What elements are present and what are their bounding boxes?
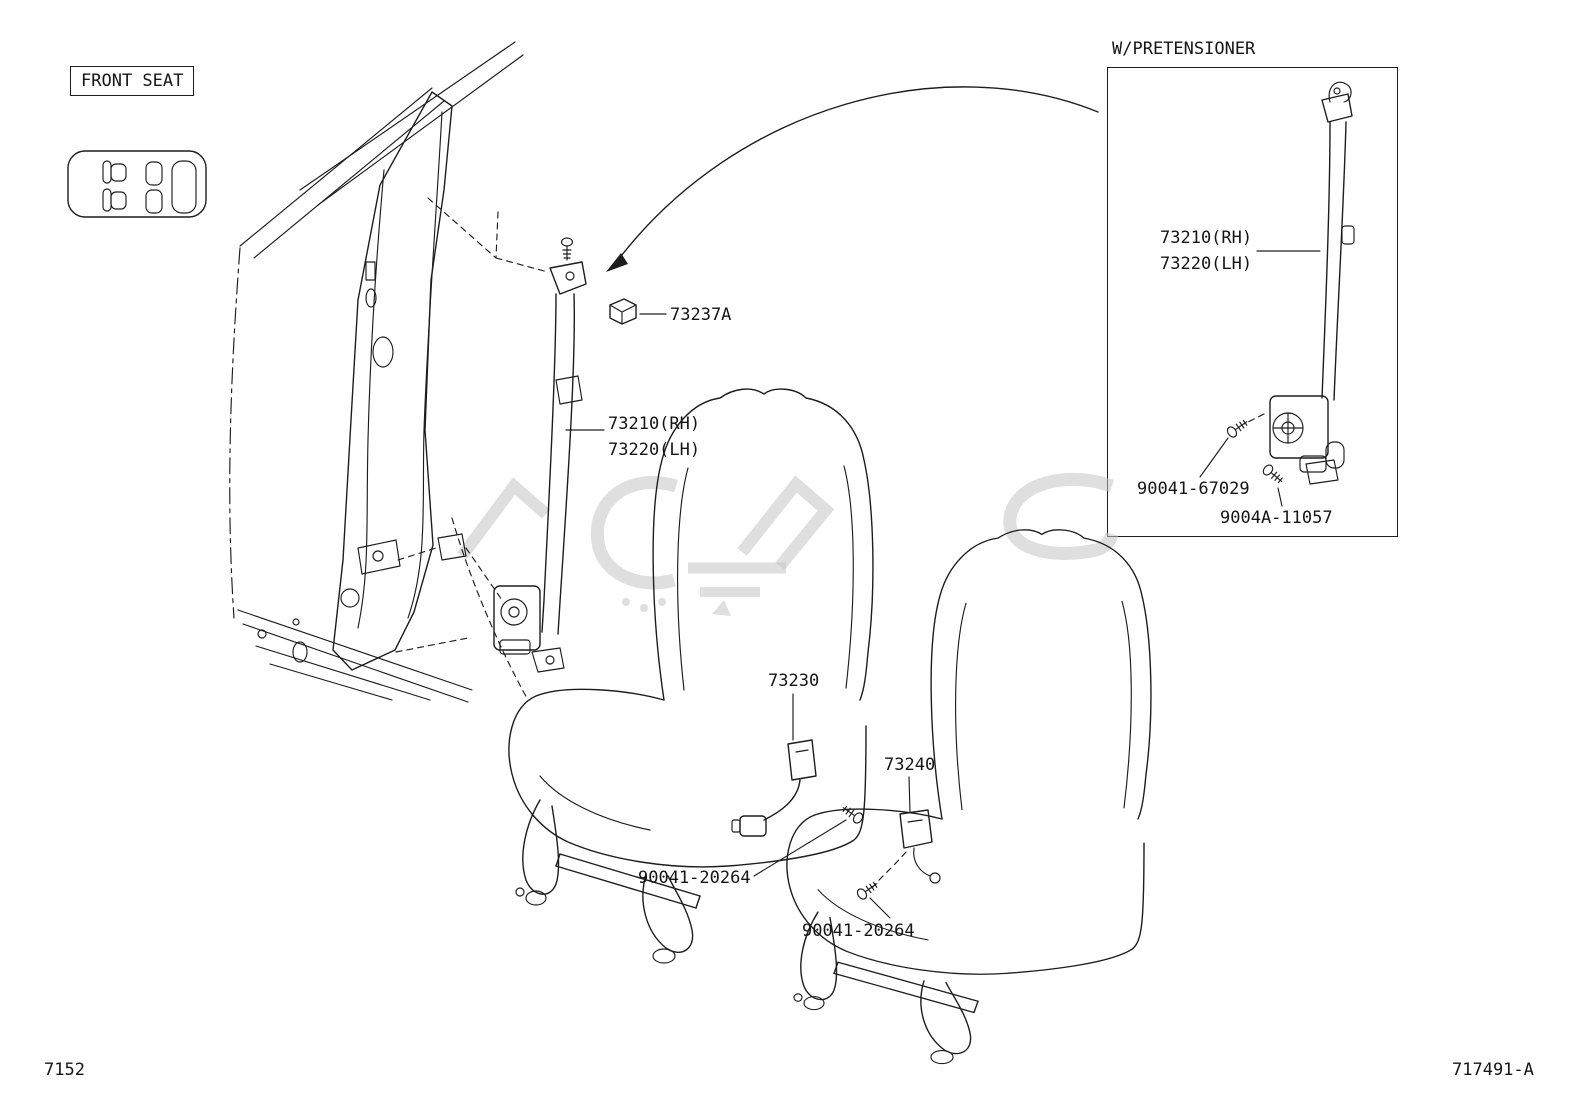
part-label-90041-67029[interactable]: 90041-67029 <box>1137 479 1250 499</box>
inner-belt-buckle-73230 <box>731 693 817 837</box>
diagram-title-box: FRONT SEAT <box>70 66 195 96</box>
part-label-73230[interactable]: 73230 <box>768 671 820 691</box>
floor-bolt-right <box>854 878 891 919</box>
seat-belt-assembly-main <box>493 237 605 673</box>
pretensioner-inset-frame <box>1107 67 1398 537</box>
front-seat-right <box>786 529 1152 1065</box>
car-top-view-seat-location-icon <box>67 150 207 218</box>
part-label-9004a-11057[interactable]: 9004A-11057 <box>1220 508 1333 528</box>
diagram-title: FRONT SEAT <box>81 71 184 91</box>
part-label-90041-20264-right[interactable]: 90041-20264 <box>802 921 915 941</box>
figure-number: 7152 <box>44 1060 85 1080</box>
part-label-73210-rh[interactable]: 73210(RH) <box>608 414 701 434</box>
part-label-73237a[interactable]: 73237A <box>670 305 732 325</box>
pretensioner-belt-assembly <box>1199 81 1355 507</box>
anchor-cap-part <box>609 298 667 325</box>
part-label-73220-lh[interactable]: 73220(LH) <box>608 440 701 460</box>
watermark-logo <box>457 472 1119 616</box>
part-label-inset-73220-lh[interactable]: 73220(LH) <box>1160 254 1253 274</box>
drawing-number: 717491-A <box>1452 1060 1534 1080</box>
floor-bolt-left <box>753 802 866 877</box>
inset-reference-arrow <box>606 86 1099 272</box>
part-label-73240[interactable]: 73240 <box>884 755 936 775</box>
inset-title: W/PRETENSIONER <box>1112 39 1256 59</box>
part-label-inset-73210-rh[interactable]: 73210(RH) <box>1160 228 1253 248</box>
b-pillar-structure <box>229 41 549 703</box>
part-label-90041-20264-left[interactable]: 90041-20264 <box>638 868 751 888</box>
outer-belt-anchor-73240 <box>871 776 941 889</box>
